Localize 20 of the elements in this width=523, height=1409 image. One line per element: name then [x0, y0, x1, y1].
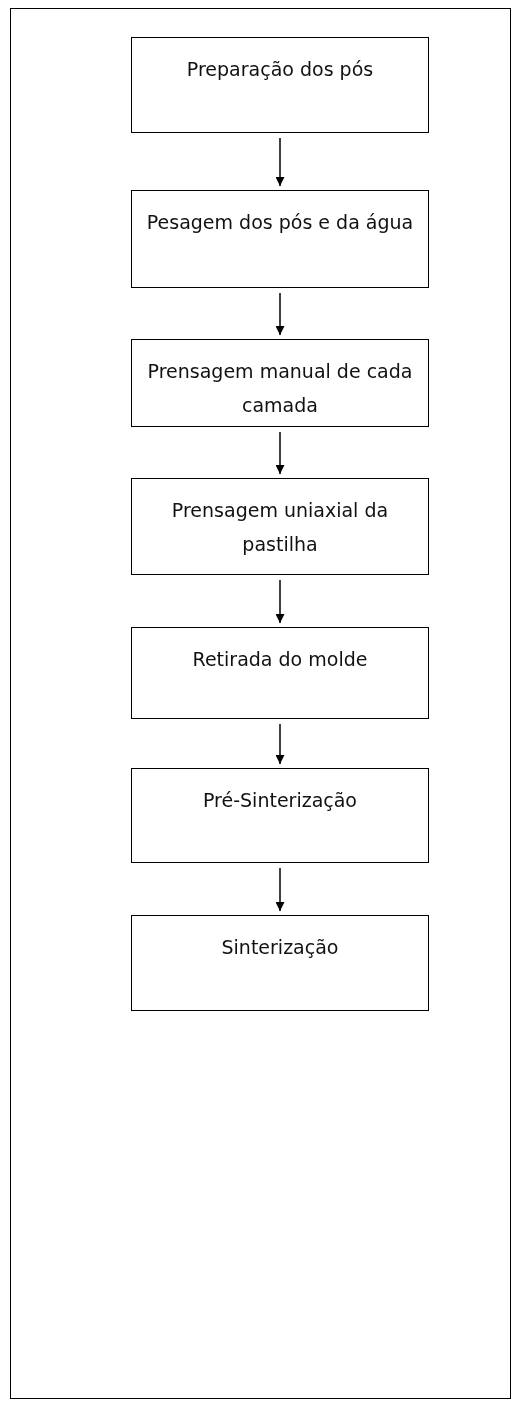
step-label: Retirada do molde [191, 647, 369, 672]
arrow [275, 431, 285, 475]
process-box [131, 915, 429, 1011]
step-label: Prensagem uniaxial da pastilha [170, 498, 390, 557]
process-box [131, 37, 429, 133]
step-label: Prensagem manual de cada camada [146, 359, 414, 418]
process-box [131, 190, 429, 288]
process-box [131, 627, 429, 719]
process-box [131, 339, 429, 427]
process-box [131, 478, 429, 575]
process-box [131, 768, 429, 863]
step-label: Pré-Sinterização [202, 788, 358, 813]
arrow [275, 579, 285, 624]
arrow [275, 867, 285, 912]
arrow [275, 723, 285, 765]
arrow [275, 292, 285, 336]
step-label: Sinterização [220, 935, 340, 960]
step-label: Pesagem dos pós e da água [145, 210, 415, 235]
step-label: Preparação dos pós [185, 57, 375, 82]
arrow [275, 137, 285, 187]
